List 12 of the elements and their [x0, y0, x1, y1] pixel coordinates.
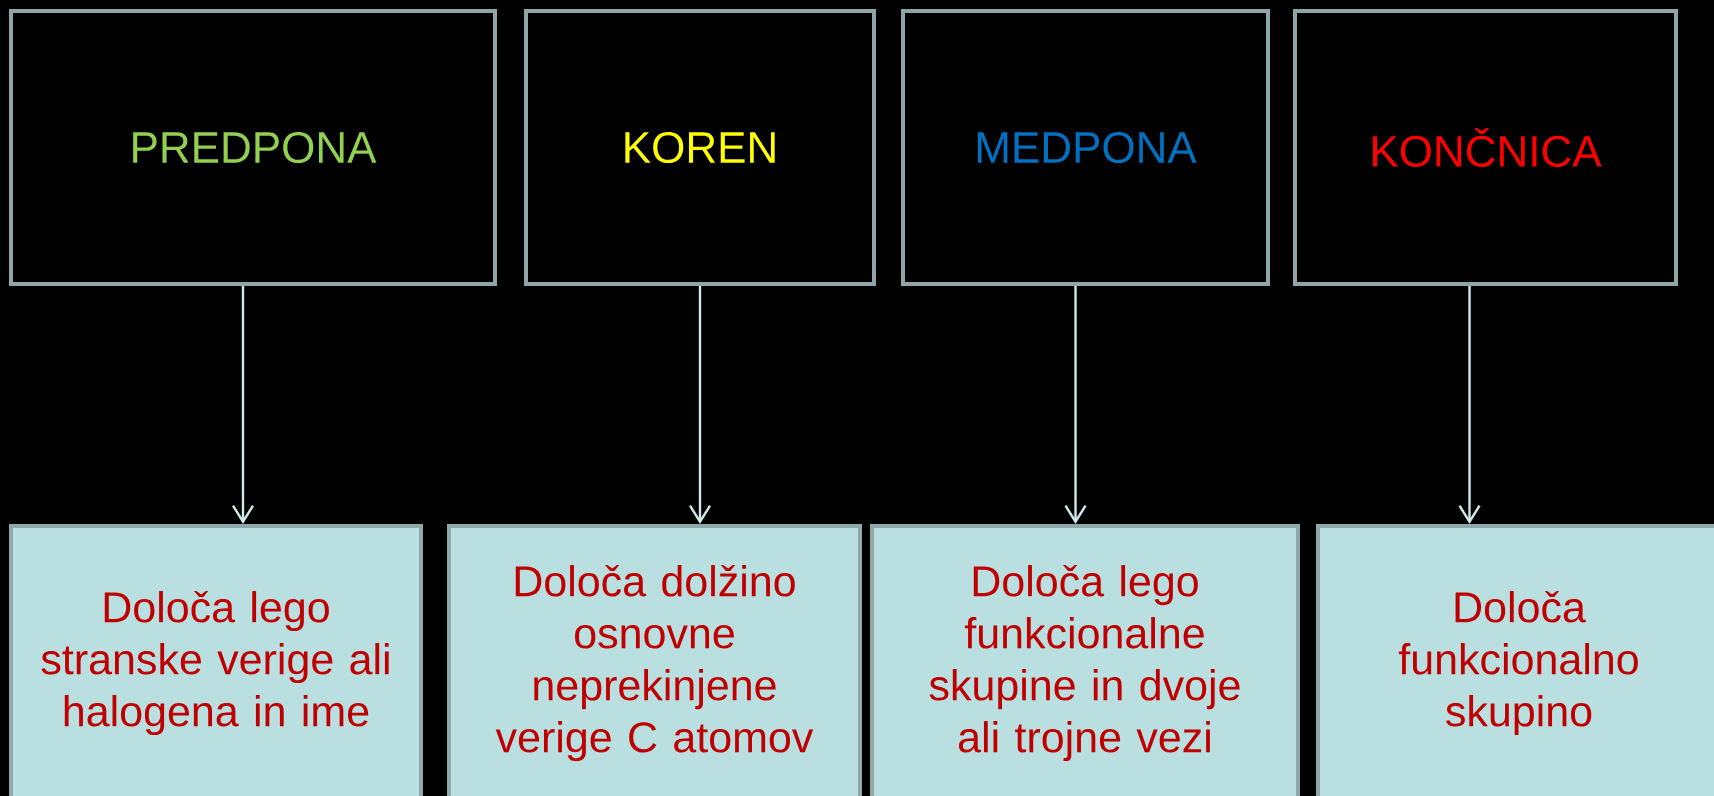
label-box: PREDPONA — [9, 9, 497, 286]
description-box: Določa funkcionalno skupino — [1316, 524, 1714, 796]
label-box: MEDPONA — [901, 9, 1270, 286]
description-box: Določa dolžino osnovne neprekinjene verige C atomov — [447, 524, 862, 796]
label-box: KONČNICA — [1293, 9, 1678, 286]
label-box: KOREN — [524, 9, 876, 286]
arrow — [1064, 286, 1087, 524]
description-box: Določa lego stranske verige ali halogena in ime — [9, 524, 423, 796]
arrow — [232, 286, 255, 524]
description-box: Določa lego funkcionalne skupine in dvoje ali trojne vezi — [870, 524, 1300, 796]
arrow — [689, 286, 712, 524]
arrow — [1458, 286, 1481, 524]
